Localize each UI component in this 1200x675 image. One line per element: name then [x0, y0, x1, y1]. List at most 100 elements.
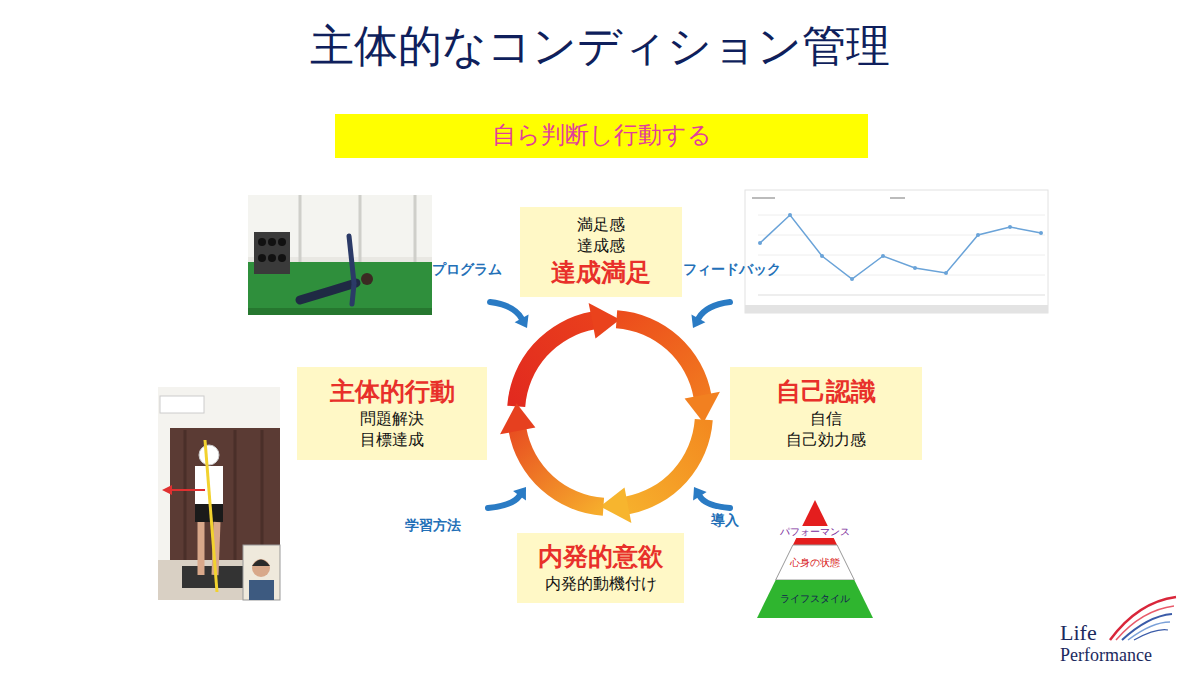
- cycle-arrowhead: [589, 303, 620, 338]
- illustration-shape: [300, 283, 356, 300]
- illustration-shape: [243, 545, 280, 600]
- illustration-shape: [976, 233, 980, 237]
- illustration-shape: [160, 396, 204, 413]
- illustration-shape: [158, 560, 280, 600]
- illustration-shape: [758, 215, 1045, 216]
- arrow-label: 導入: [711, 513, 739, 528]
- illustration-shape: [745, 190, 1048, 313]
- cycle-arc: [507, 312, 595, 408]
- arrow-label: プログラム: [432, 262, 502, 277]
- weight-chart: [745, 190, 1048, 313]
- illustration-shape: [249, 580, 274, 600]
- illustration-shape: [252, 559, 270, 577]
- cycle-arrowhead: [600, 488, 631, 523]
- illustration-shape: [254, 232, 290, 274]
- arrow-label-box: プログラム: [432, 262, 502, 277]
- pyramid-text: 心身の状態: [790, 557, 840, 569]
- arrow-label-box: フィードバック: [683, 262, 781, 277]
- node-text: 内発的動機付け: [545, 574, 657, 595]
- illustration-shape: [248, 195, 432, 315]
- concept-box: 内発的意欲内発的動機付け: [517, 533, 684, 603]
- input-arrow-shaft: [700, 496, 730, 508]
- illustration-shape: [162, 485, 172, 495]
- illustration-shape: [890, 197, 905, 199]
- illustration-shape: [758, 213, 1043, 281]
- cycle-ring: [500, 303, 720, 523]
- illustration-shape: [1116, 606, 1174, 640]
- node-heading: 内発的意欲: [538, 541, 663, 574]
- illustration-shape: [758, 255, 1045, 256]
- logo-mark: [1110, 597, 1176, 640]
- illustration-shape: [261, 430, 264, 560]
- banner-box: 自ら判断し行動する: [335, 114, 868, 158]
- illustration-shape: [361, 273, 373, 285]
- pyramid-fill: [776, 545, 855, 580]
- cycle-arc: [509, 428, 605, 516]
- input-arrow-head: [691, 314, 705, 328]
- illustration-shape: [198, 522, 205, 575]
- pyramid-layer: ライフスタイル: [755, 580, 875, 618]
- illustration-shape: [252, 560, 270, 567]
- arrow-label-box: 学習方法: [405, 518, 461, 533]
- illustration-shape: [1122, 614, 1172, 640]
- illustration-shape: [1008, 225, 1012, 229]
- illustration-shape: [268, 238, 276, 246]
- input-arrows: [488, 302, 730, 508]
- illustration-shape: [850, 277, 854, 281]
- node-text: 満足感: [577, 215, 625, 236]
- node-heading: 主体的行動: [330, 376, 455, 409]
- illustration-shape: [820, 254, 824, 258]
- illustration-shape: [258, 238, 266, 246]
- pyramid-text: ライフスタイル: [780, 593, 850, 605]
- illustration-shape: [881, 254, 885, 258]
- node-text: 自信: [810, 409, 842, 430]
- illustration-shape: [788, 213, 792, 217]
- illustration-shape: [234, 430, 237, 560]
- cycle-arrowhead: [685, 392, 720, 423]
- pyramid-fill: [793, 500, 837, 545]
- node-text: 目標達成: [360, 430, 424, 451]
- illustration-shape: [752, 197, 775, 199]
- arrow-label: 学習方法: [405, 518, 461, 533]
- illustration-shape: [170, 489, 205, 491]
- illustration-shape: [349, 236, 354, 283]
- concept-box: 自己認識自信自己効力感: [730, 367, 922, 460]
- node-text: 問題解決: [360, 409, 424, 430]
- node-text: 自己効力感: [786, 430, 866, 451]
- cycle-arc: [616, 310, 712, 398]
- illustration-shape: [758, 241, 762, 245]
- illustration-shape: [1128, 622, 1170, 640]
- node-text: 達成感: [577, 236, 625, 257]
- pyramid-layer: 心身の状態: [755, 545, 875, 580]
- input-arrow-head: [513, 487, 526, 501]
- node-heading: 達成満足: [551, 257, 651, 290]
- input-arrow-head: [693, 487, 707, 501]
- pyramid-fill: [757, 580, 873, 618]
- illustration-shape: [760, 215, 1041, 279]
- banner-text: 自ら判断し行動する: [492, 120, 712, 151]
- logo-text-box: Life: [1060, 621, 1097, 645]
- illustration-shape: [758, 275, 1045, 276]
- illustration-shape: [359, 195, 362, 262]
- pyramid-text: パフォーマンス: [778, 526, 852, 538]
- illustration-shape: [745, 305, 1048, 313]
- input-arrow: [488, 487, 526, 508]
- input-arrow: [693, 487, 730, 508]
- title-box: 主体的なコンディション管理: [0, 20, 1200, 73]
- illustration-shape: [258, 254, 266, 262]
- title-text: 主体的なコンディション管理: [310, 20, 890, 73]
- illustration-shape: [299, 195, 302, 262]
- illustration-shape: [248, 308, 432, 315]
- node-heading: 自己認識: [776, 376, 876, 409]
- illustration-shape: [184, 430, 187, 560]
- illustration-shape: [278, 238, 286, 246]
- illustration-shape: [352, 284, 354, 304]
- input-arrow-head: [515, 314, 529, 328]
- illustration-shape: [278, 254, 286, 262]
- input-arrow-shaft: [488, 496, 519, 508]
- illustration-shape: [170, 428, 280, 562]
- pyramid-shape: [755, 500, 875, 545]
- illustration-shape: [199, 445, 219, 465]
- cycle-arrow: [507, 303, 620, 407]
- input-arrow-shaft: [698, 302, 730, 318]
